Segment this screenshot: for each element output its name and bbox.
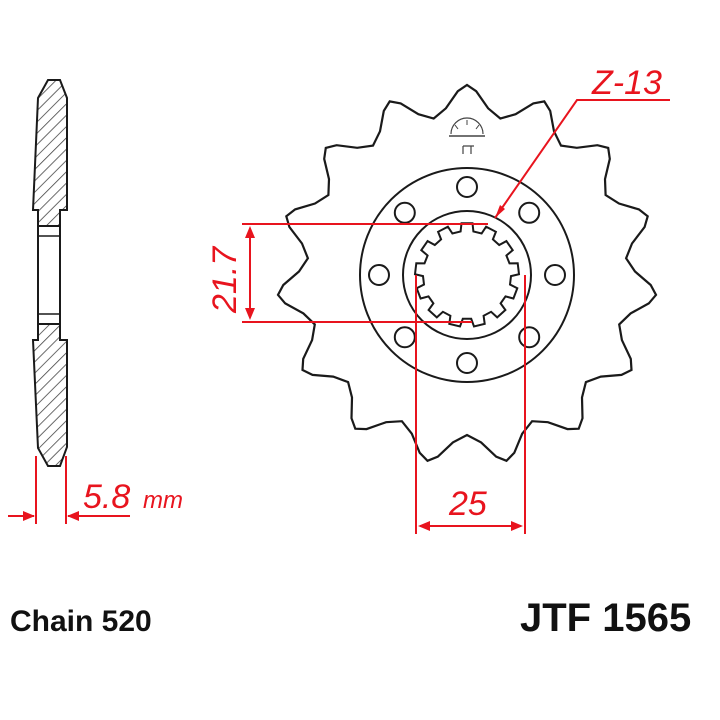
tooth-count-dimension: Z-13 (494, 64, 670, 219)
tooth-count-label: Z-13 (591, 64, 662, 102)
chain-caption: Chain 520 (10, 605, 152, 638)
bolt-hole (368, 264, 390, 286)
bolt-hole (518, 326, 541, 349)
bolt-hole (544, 264, 566, 286)
bolt-hole (393, 326, 416, 349)
spline-height-label: 21.7 (206, 246, 244, 314)
maker-logo (449, 117, 485, 154)
bore-diameter-label: 25 (448, 485, 487, 523)
hub-inner-circle (402, 210, 532, 340)
side-view-upper-section (31, 79, 68, 227)
bolt-hole (518, 201, 541, 224)
side-view-lower-section (31, 323, 68, 467)
spline-bore (413, 222, 521, 328)
side-view (31, 79, 68, 467)
bolt-hole (456, 352, 478, 374)
spline-height-dimension: 21.7 (206, 223, 488, 323)
bolt-hole (393, 201, 416, 224)
bolt-holes (368, 176, 566, 374)
thickness-unit-label: mm (143, 487, 183, 514)
thickness-value-label: 5.8 (83, 478, 130, 516)
bolt-hole (456, 176, 478, 198)
part-number-caption: JTF 1565 (520, 596, 691, 640)
thickness-dimension: 5.8 mm (8, 456, 183, 524)
side-view-bore-section (37, 225, 61, 325)
bore-diameter-dimension: 25 (415, 275, 526, 534)
